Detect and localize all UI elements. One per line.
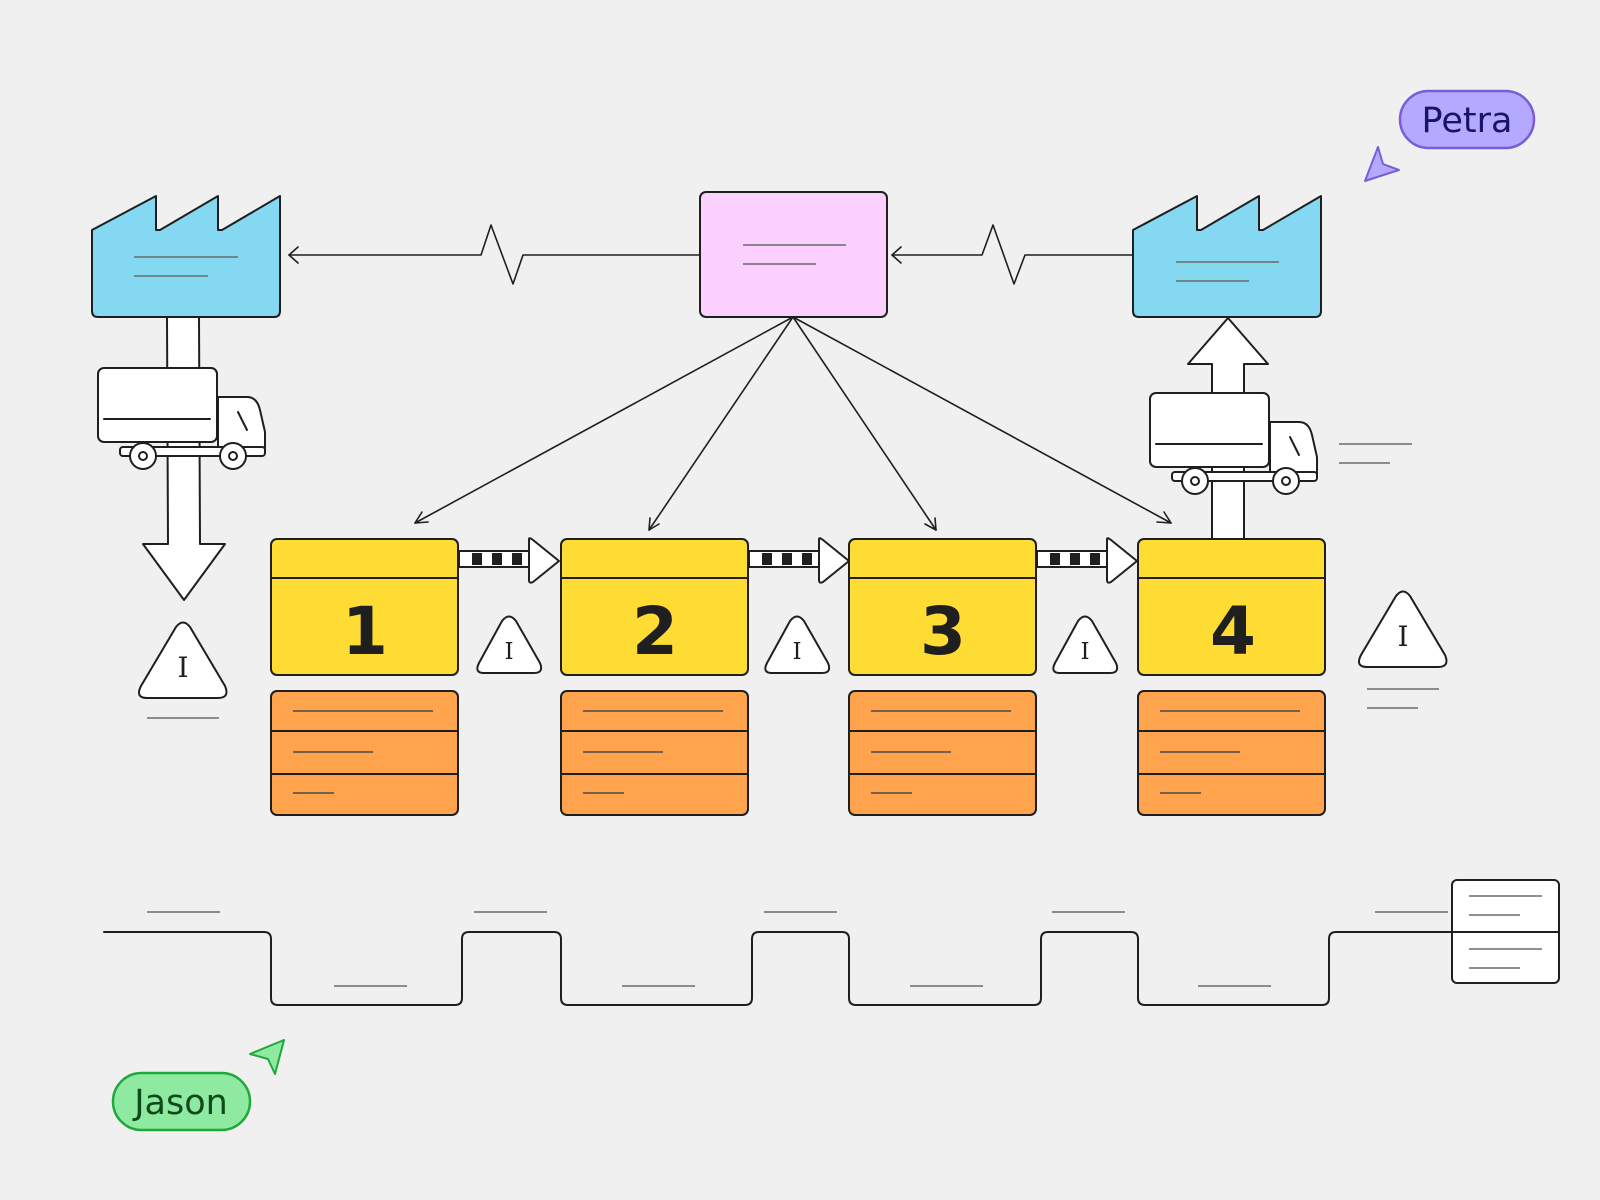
process-number: 4 — [1210, 593, 1256, 670]
inventory-triangle-3-4[interactable]: I — [1052, 615, 1119, 674]
data-box-4[interactable] — [1137, 690, 1326, 816]
cursor-jason: Jason — [111, 1039, 285, 1132]
cursor-arrow-icon — [1364, 146, 1400, 182]
svg-text:I: I — [1397, 620, 1408, 653]
schedule-arrows — [414, 316, 1172, 531]
inventory-triangle-2-3[interactable]: I — [764, 615, 831, 674]
svg-text:I: I — [1080, 639, 1089, 665]
electronic-flow-customer — [891, 224, 1134, 285]
timeline-summary-box[interactable] — [1451, 879, 1560, 984]
customer-truck-icon[interactable] — [1149, 392, 1318, 495]
cursor-petra: Petra — [1364, 89, 1536, 182]
cursor-name-label: Jason — [132, 1083, 228, 1123]
customer-factory-icon[interactable] — [1132, 195, 1322, 318]
cursor-arrow-icon — [249, 1039, 285, 1075]
inventory-triangle-raw[interactable]: I — [138, 621, 228, 699]
process-box-3[interactable]: 3 — [848, 538, 1037, 676]
cursor-name-badge — [111, 1071, 252, 1132]
supplier-truck-icon[interactable] — [97, 367, 266, 470]
svg-text:I: I — [177, 651, 188, 684]
push-arrow-2-3 — [748, 537, 850, 584]
svg-text:I: I — [792, 639, 801, 665]
production-control-box[interactable] — [699, 191, 888, 318]
data-box-2[interactable] — [560, 690, 749, 816]
supplier-factory-icon[interactable] — [91, 195, 281, 318]
process-number: 2 — [632, 593, 678, 670]
timeline-placeholders — [147, 911, 1448, 987]
cursor-name-label: Petra — [1422, 101, 1513, 141]
process-number: 1 — [342, 593, 388, 670]
inventory-triangle-finished[interactable]: I — [1358, 590, 1448, 668]
push-arrow-3-4 — [1036, 537, 1138, 584]
data-box-3[interactable] — [848, 690, 1037, 816]
push-arrow-1-2 — [458, 537, 560, 584]
process-number: 3 — [920, 593, 966, 670]
process-box-2[interactable]: 2 — [560, 538, 749, 676]
cursor-name-badge — [1398, 89, 1536, 150]
timeline-ladder — [103, 931, 1453, 1006]
inventory-triangle-1-2[interactable]: I — [476, 615, 543, 674]
electronic-flow-supplier — [288, 224, 701, 285]
svg-text:I: I — [504, 639, 513, 665]
process-box-4[interactable]: 4 — [1137, 538, 1326, 676]
data-box-1[interactable] — [270, 690, 459, 816]
process-box-1[interactable]: 1 — [270, 538, 459, 676]
shipment-arrow-down — [142, 316, 226, 601]
